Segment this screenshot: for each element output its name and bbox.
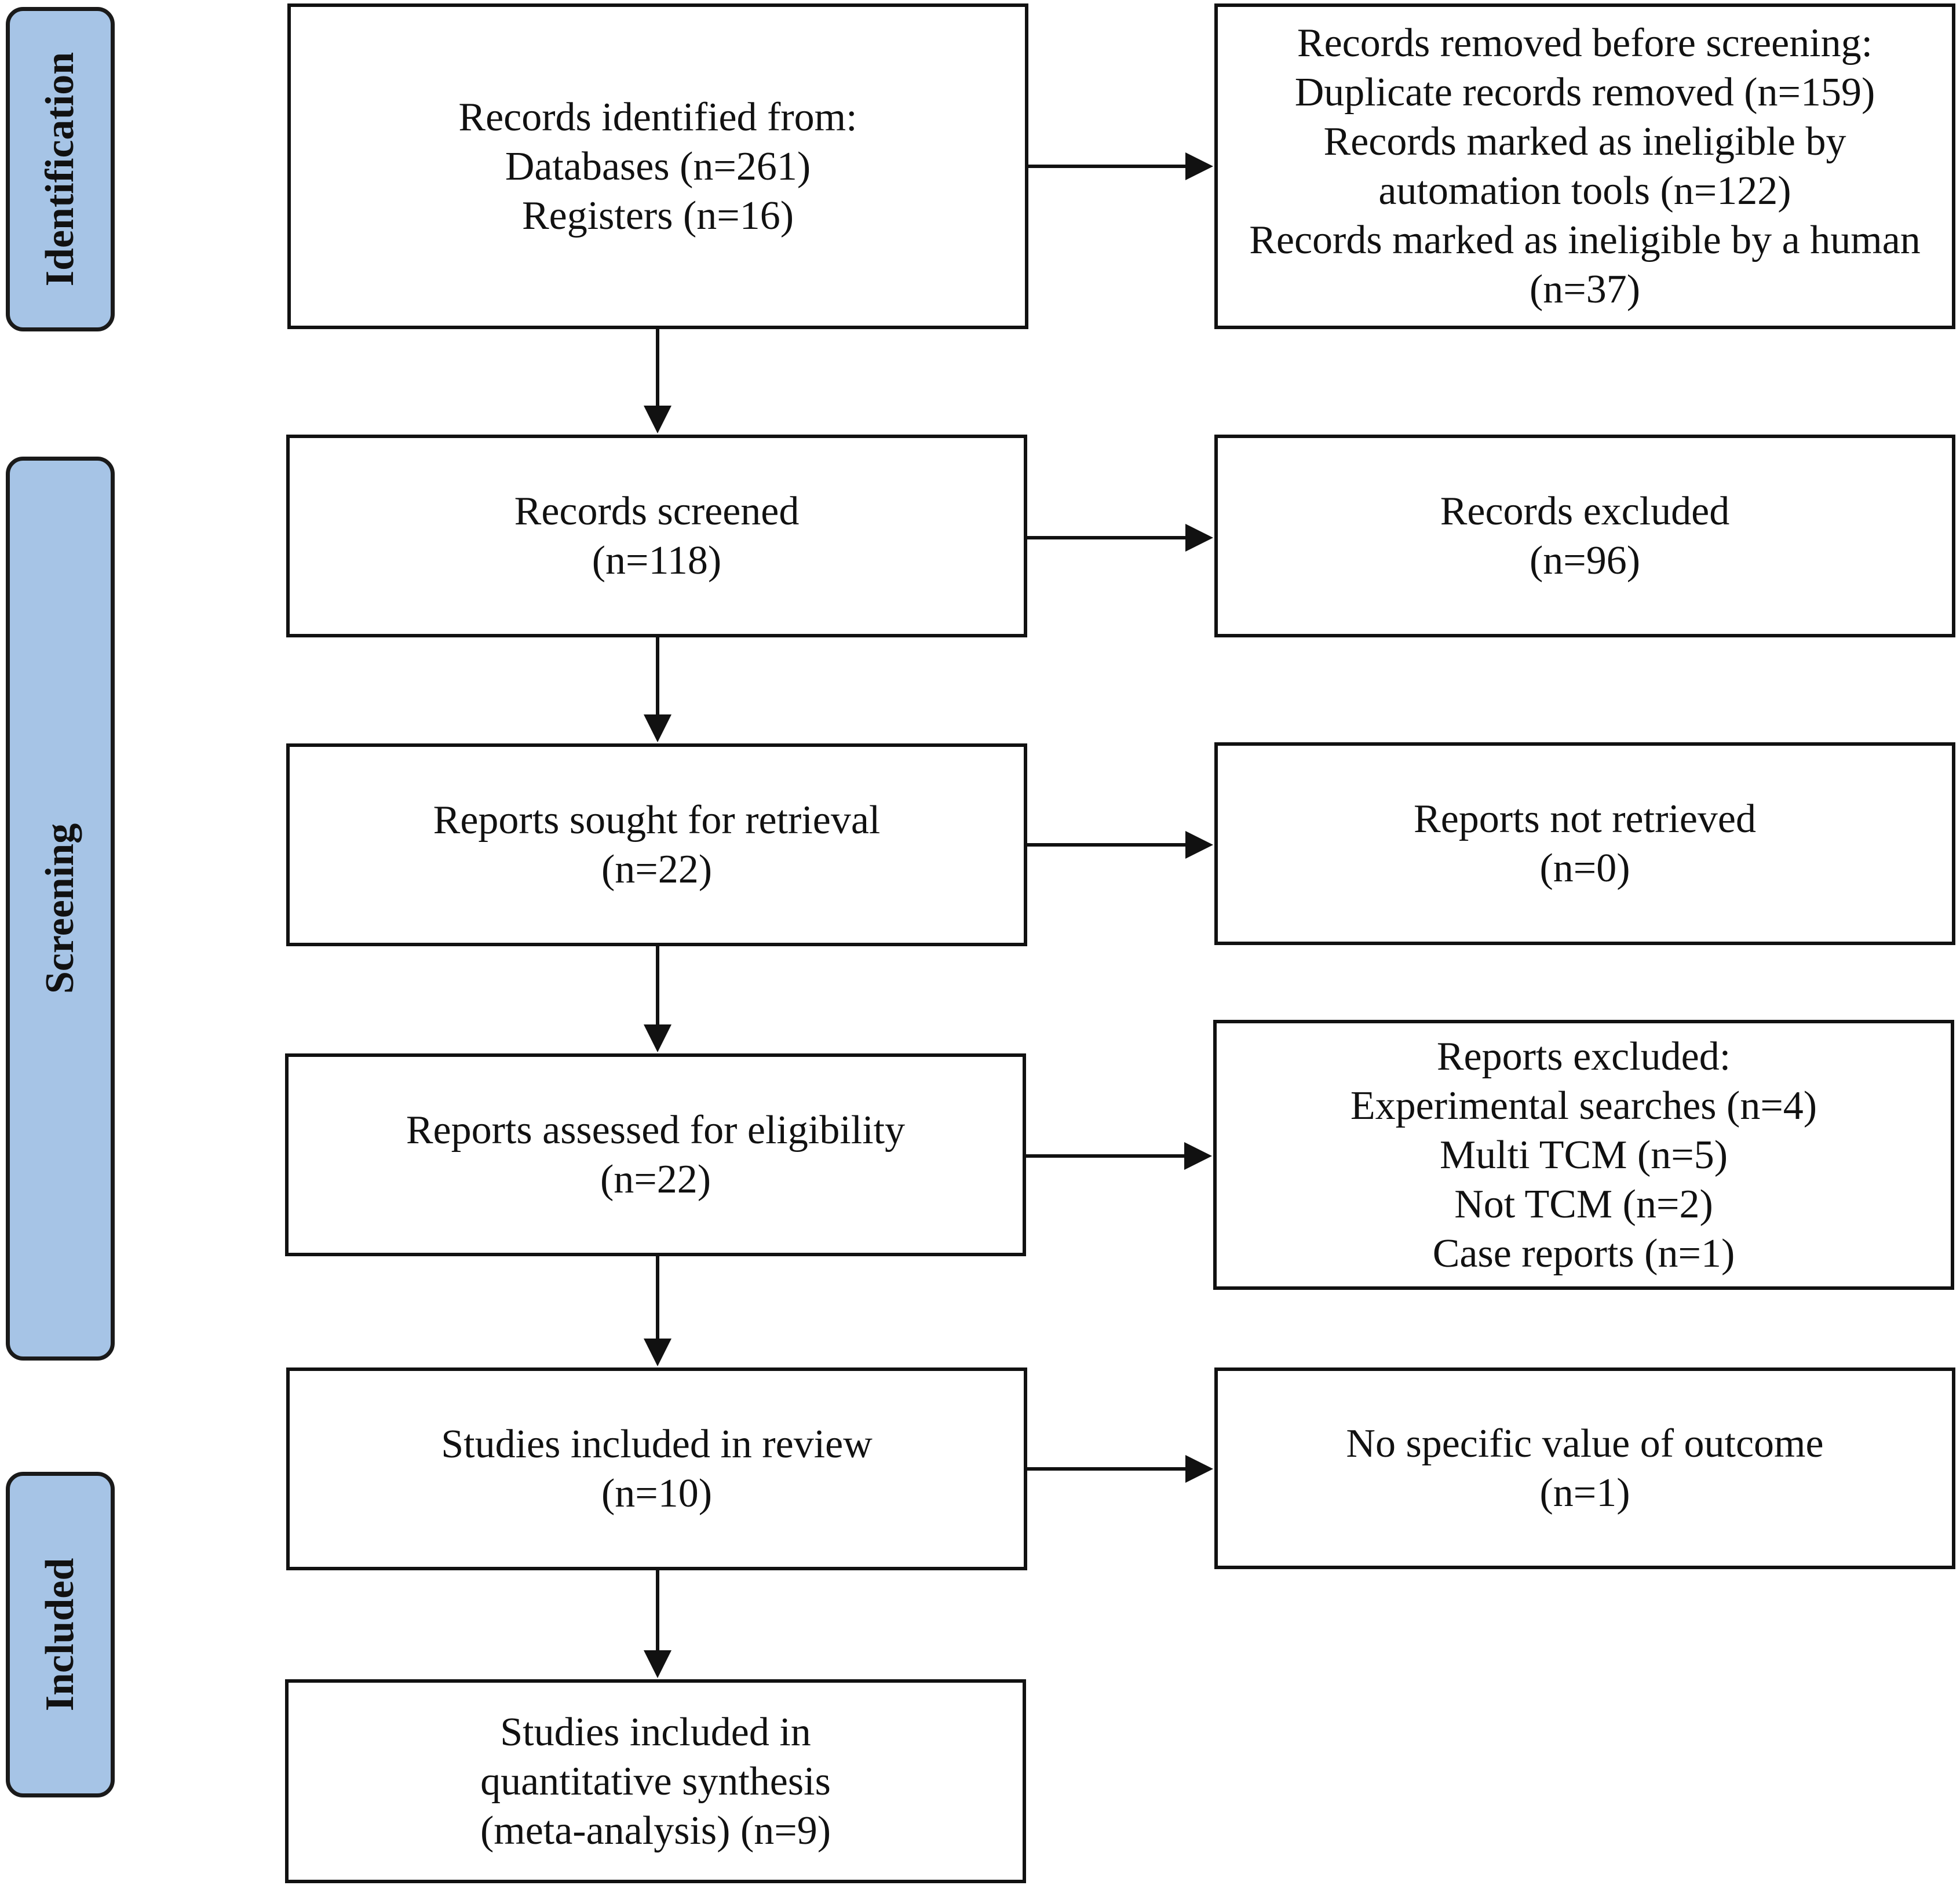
box-records-identified: Records identified from: Databases (n=26… xyxy=(287,3,1028,329)
box-line: Case reports (n=1) xyxy=(1432,1231,1735,1276)
box-records-excluded: Records excluded (n=96) xyxy=(1214,435,1955,637)
box-line: Records screened xyxy=(514,489,800,534)
box-line: Registers (n=16) xyxy=(521,193,794,238)
box-line: Not TCM (n=2) xyxy=(1454,1181,1713,1227)
box-line: Reports sought for retrieval xyxy=(433,798,881,843)
box-line: (n=1) xyxy=(1539,1471,1630,1515)
box-records-screened: Records screened (n=118) xyxy=(286,435,1027,637)
box-line: quantitative synthesis xyxy=(480,1759,831,1804)
box-line: Studies included in review xyxy=(441,1422,873,1467)
phase-included: Included xyxy=(6,1472,115,1797)
box-reports-sought: Reports sought for retrieval (n=22) xyxy=(286,743,1027,946)
box-line: Duplicate records removed (n=159) xyxy=(1294,70,1875,115)
box-line: Records marked as ineligible by a human xyxy=(1249,218,1921,262)
box-line: (n=96) xyxy=(1529,538,1641,583)
box-line: (n=37) xyxy=(1529,267,1641,312)
box-line: Records marked as ineligible by xyxy=(1323,119,1846,164)
box-line: automation tools (n=122) xyxy=(1378,169,1791,213)
box-line: Multi TCM (n=5) xyxy=(1439,1132,1728,1177)
box-line: (n=10) xyxy=(601,1471,713,1516)
phase-identification: Identification xyxy=(6,7,115,331)
box-reports-not-retrieved: Reports not retrieved (n=0) xyxy=(1214,742,1955,945)
box-studies-included-review: Studies included in review (n=10) xyxy=(286,1367,1027,1570)
phase-screening: Screening xyxy=(6,457,115,1361)
box-line: (n=118) xyxy=(592,538,722,583)
box-line: Records removed before screening: xyxy=(1297,21,1873,65)
box-line: (meta-analysis) (n=9) xyxy=(480,1808,831,1853)
box-line: (n=22) xyxy=(600,1157,711,1202)
box-no-specific-value: No specific value of outcome (n=1) xyxy=(1214,1367,1955,1569)
box-line: No specific value of outcome xyxy=(1346,1421,1824,1466)
box-line: Records excluded xyxy=(1440,489,1730,534)
box-reports-assessed: Reports assessed for eligibility (n=22) xyxy=(285,1053,1026,1256)
box-line: Reports excluded: xyxy=(1436,1034,1731,1079)
box-line: Reports not retrieved xyxy=(1414,797,1756,841)
box-line: Databases (n=261) xyxy=(505,144,811,189)
box-line: Experimental searches (n=4) xyxy=(1350,1083,1817,1128)
box-line: Reports assessed for eligibility xyxy=(406,1108,906,1153)
box-records-removed: Records removed before screening: Duplic… xyxy=(1214,3,1955,329)
box-studies-quantitative: Studies included in quantitative synthes… xyxy=(285,1679,1026,1883)
box-line: Studies included in xyxy=(500,1709,811,1755)
box-reports-excluded: Reports excluded: Experimental searches … xyxy=(1213,1020,1954,1290)
box-line: (n=22) xyxy=(601,847,713,892)
box-line: Records identified from: xyxy=(458,94,857,140)
box-line: (n=0) xyxy=(1539,846,1630,891)
